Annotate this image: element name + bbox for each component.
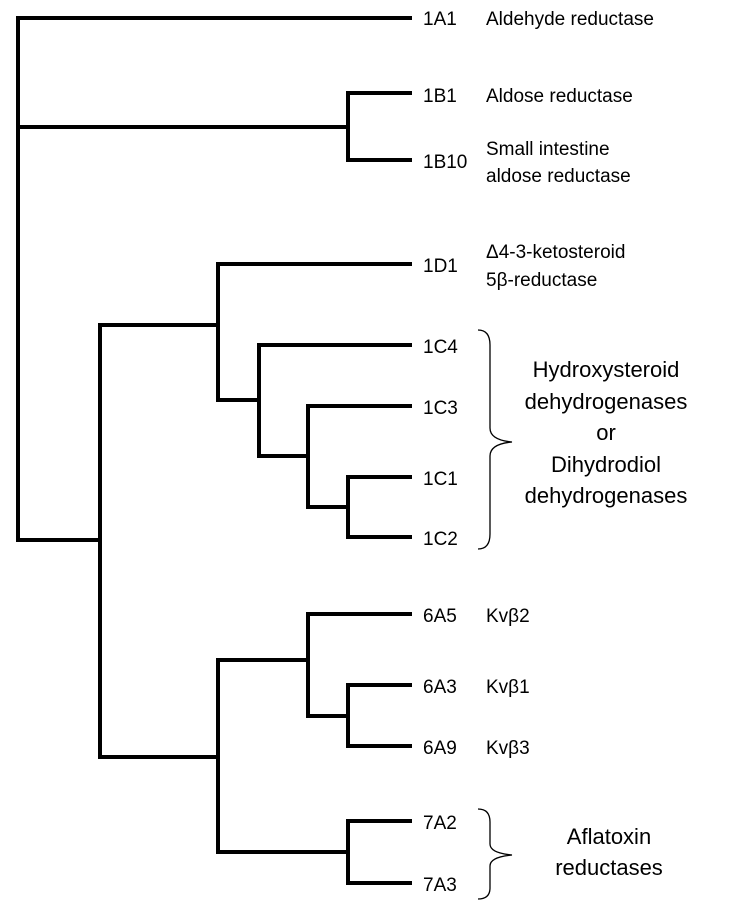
leaf-code: 1C2 <box>423 529 458 550</box>
leaf-description: Kvβ1 <box>486 677 530 698</box>
group-label: dehydrogenases <box>525 389 688 414</box>
leaf-code: 1C1 <box>423 469 458 490</box>
leaf-code: 6A5 <box>423 606 457 627</box>
leaf-description: Kvβ2 <box>486 606 530 627</box>
leaf-code: 1A1 <box>423 9 457 30</box>
group-label: Aflatoxin <box>567 824 651 849</box>
leaf-code: 6A9 <box>423 738 457 759</box>
tree-branches <box>16 16 412 885</box>
leaf-code: 1B10 <box>423 152 467 173</box>
hsd-group-bracket <box>477 329 513 550</box>
leaf-description: Aldehyde reductase <box>486 9 654 30</box>
leaf-description: 5β-reductase <box>486 270 597 291</box>
leaf-description: Δ4-3-ketosteroid <box>486 242 625 263</box>
leaf-descriptions: Aldehyde reductase Aldose reductase Smal… <box>486 9 654 759</box>
leaf-code: 7A2 <box>423 813 457 834</box>
group-label: dehydrogenases <box>525 483 688 508</box>
group-label: or <box>596 420 616 445</box>
leaf-codes: 1A1 1B1 1B10 1D1 1C4 1C3 1C1 1C2 6A5 6A3… <box>423 9 467 896</box>
group-label: Hydroxysteroid <box>533 357 680 382</box>
leaf-description: Aldose reductase <box>486 86 633 107</box>
group-label: reductases <box>555 855 663 880</box>
leaf-code: 1B1 <box>423 86 457 107</box>
leaf-code: 6A3 <box>423 677 457 698</box>
leaf-code: 1C3 <box>423 398 458 419</box>
leaf-code: 1C4 <box>423 337 458 358</box>
leaf-code: 1D1 <box>423 256 458 277</box>
group-label: Dihydrodiol <box>551 452 661 477</box>
group-labels: Hydroxysteroid dehydrogenases or Dihydro… <box>525 357 688 880</box>
leaf-description: Small intestine <box>486 139 610 160</box>
leaf-description: aldose reductase <box>486 166 631 187</box>
leaf-code: 7A3 <box>423 875 457 896</box>
aflatoxin-group-bracket <box>477 808 513 900</box>
leaf-description: Kvβ3 <box>486 738 530 759</box>
